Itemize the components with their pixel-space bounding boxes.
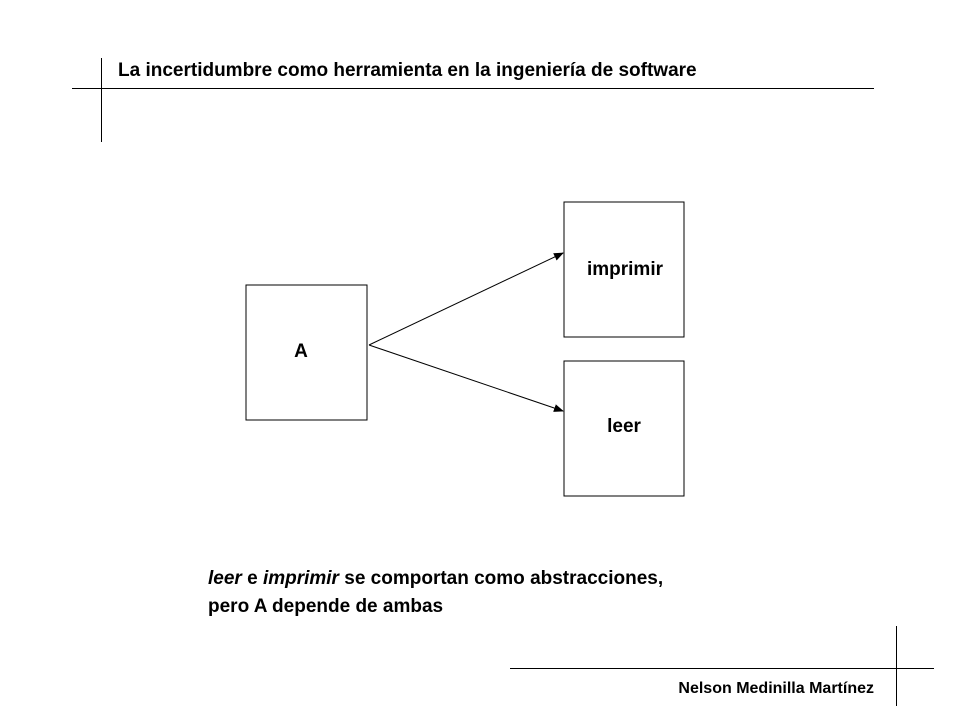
caption-term-imprimir: imprimir [262,568,339,589]
edge-a-to-leer [368,344,564,412]
edge-a-to-imprimir [368,252,564,346]
header-horizontal-rule [72,88,874,89]
caption-line-1-rest: se comportan como abstracciones, [338,568,664,589]
caption-term-leer: leer [208,568,242,589]
node-a-box [245,284,368,421]
caption-line-1: leer e imprimir se comportan como abstra… [208,565,663,593]
caption: leer e imprimir se comportan como abstra… [208,565,663,621]
slide-title: La incertidumbre como herramienta en la … [118,60,697,81]
footer-vertical-rule [896,626,897,706]
header-vertical-rule [101,58,102,142]
caption-line-2: pero A depende de ambas [208,596,444,617]
node-leer-label: leer [607,416,641,437]
node-imprimir-box [563,201,685,338]
node-a-label: A [294,341,308,362]
caption-conjunction: e [241,568,263,589]
node-leer-box [563,360,685,497]
node-imprimir-label: imprimir [587,259,664,280]
author-name: Nelson Medinilla Martínez [678,680,874,697]
footer-horizontal-rule [510,668,934,669]
